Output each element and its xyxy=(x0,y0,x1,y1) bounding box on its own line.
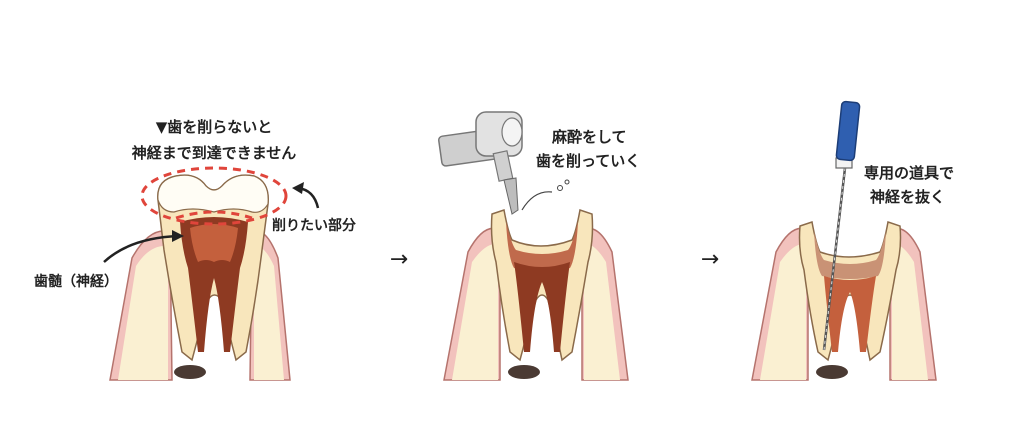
panel-1-caption-line1: ▼歯を削らないと xyxy=(156,118,273,136)
panel-2-tooth-drilling: 麻酔をして 歯を削っていく xyxy=(438,111,640,381)
cavity xyxy=(814,232,886,279)
cavity xyxy=(506,222,578,271)
panel-3-caption-line1: 専用の道具で xyxy=(864,164,954,182)
panel-3-tooth-nerve-removal: 専用の道具で 神経を抜く xyxy=(751,100,954,381)
bone xyxy=(584,243,620,380)
root-apex xyxy=(508,365,540,379)
tooth-dentin xyxy=(490,209,594,362)
dental-drill xyxy=(438,111,570,215)
tooth-pulp xyxy=(514,262,570,352)
panel-1-tooth-before: ▼歯を削らないと 神経まで到達できません 削りたい部分 歯髄（神経） xyxy=(34,118,356,381)
tooth-pulp xyxy=(824,276,876,352)
arrow-head xyxy=(172,230,184,242)
bone xyxy=(452,243,498,380)
cut-area-line xyxy=(175,210,253,220)
step-arrow: → xyxy=(390,247,408,272)
drill-head-cap xyxy=(501,117,523,147)
panel-2-caption-line1: 麻酔をして xyxy=(551,128,627,146)
endodontic-file xyxy=(822,100,861,351)
bone xyxy=(118,245,168,380)
label-cut-area: 削りたい部分 xyxy=(272,217,356,234)
root-apex xyxy=(816,365,848,379)
debris xyxy=(564,179,570,185)
bone xyxy=(892,243,928,380)
step-arrow: → xyxy=(701,247,719,272)
root-apex xyxy=(174,365,206,379)
drill-bit xyxy=(503,177,519,215)
bone xyxy=(254,245,284,380)
cut-area-highlight xyxy=(140,166,288,226)
panel-3-caption-line2: 神経を抜く xyxy=(870,188,945,206)
tooth-pulp-light xyxy=(190,224,238,262)
panel-2-caption-line2: 歯を削っていく xyxy=(536,152,640,170)
debris-trail xyxy=(521,191,553,211)
file-handle xyxy=(835,100,861,162)
tooth-enamel xyxy=(157,174,269,213)
file-shaft-spiral xyxy=(823,167,846,351)
arrow-to-pulp xyxy=(103,234,179,263)
bone xyxy=(760,243,806,380)
arrow-head xyxy=(292,182,304,194)
debris xyxy=(557,185,563,191)
label-pulp: 歯髄（神経） xyxy=(34,273,118,290)
panel-1-caption-line2: 神経まで到達できません xyxy=(132,144,297,162)
